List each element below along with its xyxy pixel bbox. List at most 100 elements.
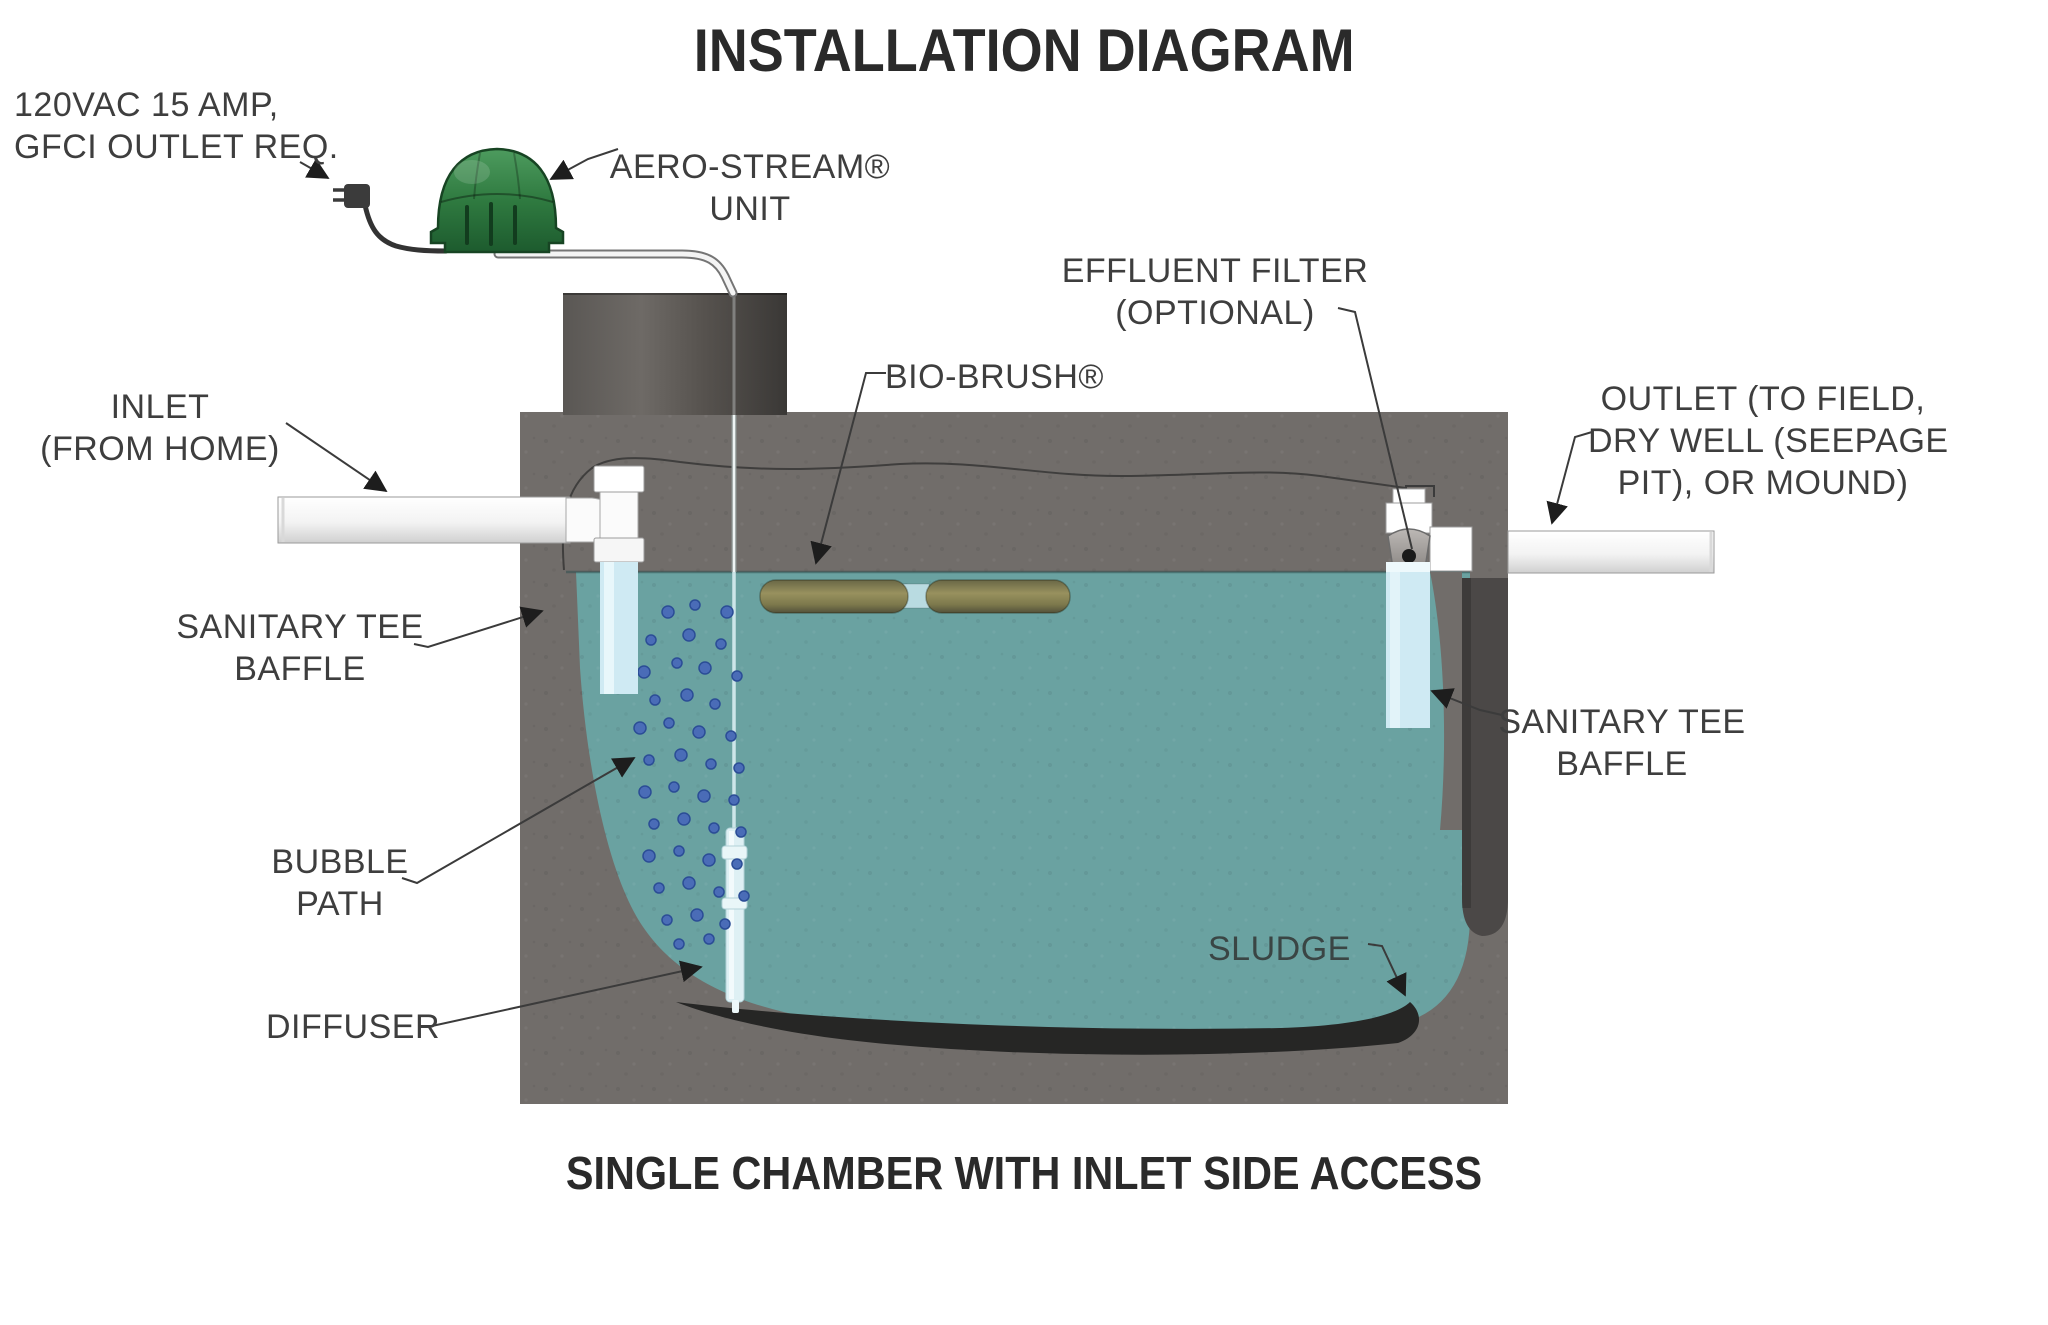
inlet-tee-bottom-hub — [593, 537, 645, 563]
leader-unit — [549, 148, 619, 180]
bubble — [663, 717, 675, 729]
bubble — [735, 826, 747, 838]
bubble — [698, 661, 712, 675]
power-line-2: GFCI OUTLET REQ. — [14, 128, 339, 166]
leader-power — [299, 158, 330, 179]
bio-brush-capsule-left — [759, 579, 909, 614]
bubble — [728, 794, 740, 806]
outlet-tee-side-hub — [1429, 526, 1473, 572]
recess-shadow-edge — [1462, 578, 1471, 908]
bubble — [645, 634, 657, 646]
bubble-column — [633, 599, 750, 950]
bubble — [708, 822, 720, 834]
bubble — [702, 853, 716, 867]
bubble — [690, 908, 704, 922]
page-title: INSTALLATION DIAGRAM — [0, 16, 2048, 85]
leader-bubble-path — [401, 757, 636, 885]
bubble — [674, 748, 688, 762]
bubble — [677, 812, 691, 826]
power-requirement-label: 120VAC 15 AMP, GFCI OUTLET REQ. — [14, 84, 339, 168]
leader-sludge — [1367, 943, 1407, 997]
aero-stream-unit — [429, 147, 565, 254]
bubble — [653, 882, 665, 894]
bubble — [648, 818, 660, 830]
inlet-pipe — [277, 496, 571, 544]
sludge-layer — [676, 1002, 1420, 1055]
bubble-path-label: BUBBLE PATH — [240, 841, 440, 925]
bubble — [725, 730, 737, 742]
diffuser-text: DIFFUSER — [266, 1008, 440, 1046]
bubble — [720, 605, 734, 619]
bio-brush-label: BIO-BRUSH® — [885, 356, 1104, 398]
inlet-line-2: (FROM HOME) — [40, 430, 280, 468]
bubble-line-1: BUBBLE — [271, 843, 409, 881]
bubble — [633, 721, 647, 735]
effluent-line-1: EFFLUENT FILTER — [1061, 252, 1369, 290]
bubble — [715, 638, 727, 650]
outlet-line-1: OUTLET (TO FIELD, — [1600, 380, 1926, 418]
bubble — [673, 938, 685, 950]
outlet-baffle-top — [1386, 562, 1430, 572]
outlet-line-3: PIT), OR MOUND) — [1617, 464, 1909, 502]
bubble — [682, 628, 696, 642]
leader-inlet — [285, 422, 388, 493]
bubble — [709, 698, 721, 710]
water-texture — [566, 572, 1470, 1040]
outlet-recess — [1462, 578, 1508, 936]
bubble — [673, 845, 685, 857]
outlet-pipe — [1507, 530, 1715, 574]
leader-diffuser — [418, 960, 703, 1027]
bubble — [649, 694, 661, 706]
bubble — [697, 789, 711, 803]
diffuser — [721, 827, 748, 1013]
plug-body — [344, 184, 370, 208]
sludge-text: SLUDGE — [1208, 930, 1351, 968]
leader-outlet — [1546, 431, 1593, 525]
unit-seam-right — [513, 152, 521, 200]
access-riser — [563, 293, 787, 415]
inlet-tee-stem — [599, 487, 639, 545]
aero-stream-unit-label: AERO-STREAM® UNIT — [585, 146, 915, 230]
bubble — [643, 754, 655, 766]
diagram-caption: SINGLE CHAMBER WITH INLET SIDE ACCESS — [0, 1146, 2048, 1200]
inlet-line-1: INLET — [110, 388, 210, 426]
bubble — [689, 599, 701, 611]
unit-seam-left — [473, 152, 481, 200]
effluent-filter-label: EFFLUENT FILTER (OPTIONAL) — [1040, 250, 1390, 334]
leader-tee-right — [1430, 688, 1503, 716]
sanitary-tee-right-label: SANITARY TEE BAFFLE — [1477, 701, 1767, 785]
bubble — [637, 665, 651, 679]
bubble — [731, 670, 743, 682]
tee-left-line-1: SANITARY TEE — [176, 608, 424, 646]
air-tube — [495, 251, 736, 296]
outlet-assembly — [1385, 488, 1473, 728]
effluent-line-2: (OPTIONAL) — [1115, 294, 1315, 332]
effluent-filter-dot — [1402, 549, 1416, 563]
leader-effluent-filter — [1337, 307, 1413, 550]
inlet-sanitary-tee — [565, 465, 645, 694]
bubble — [680, 688, 694, 702]
bubble — [682, 876, 696, 890]
page-title-text: INSTALLATION DIAGRAM — [693, 17, 1355, 84]
bubble — [703, 933, 715, 945]
bubble — [692, 725, 706, 739]
bio-brush — [759, 579, 1071, 614]
outlet-tee-collar — [1385, 502, 1433, 534]
bubble — [738, 890, 750, 902]
unit-line-1: AERO-STREAM® — [609, 148, 891, 186]
inlet-label: INLET (FROM HOME) — [15, 386, 305, 470]
unit-highlight — [454, 160, 490, 184]
tee-right-line-2: BAFFLE — [1556, 745, 1688, 783]
bubble — [661, 605, 675, 619]
outlet-line-2: DRY WELL (SEEPAGE — [1588, 422, 1949, 460]
sanitary-tee-left-label: SANITARY TEE BAFFLE — [155, 606, 445, 690]
unit-seam — [440, 193, 554, 203]
tee-right-line-1: SANITARY TEE — [1498, 703, 1746, 741]
air-tube-outline — [493, 249, 738, 298]
leader-bio-brush — [810, 372, 886, 565]
inlet-tee-top-hub — [593, 465, 645, 493]
unit-line-2: UNIT — [709, 190, 791, 228]
bubble — [731, 858, 743, 870]
